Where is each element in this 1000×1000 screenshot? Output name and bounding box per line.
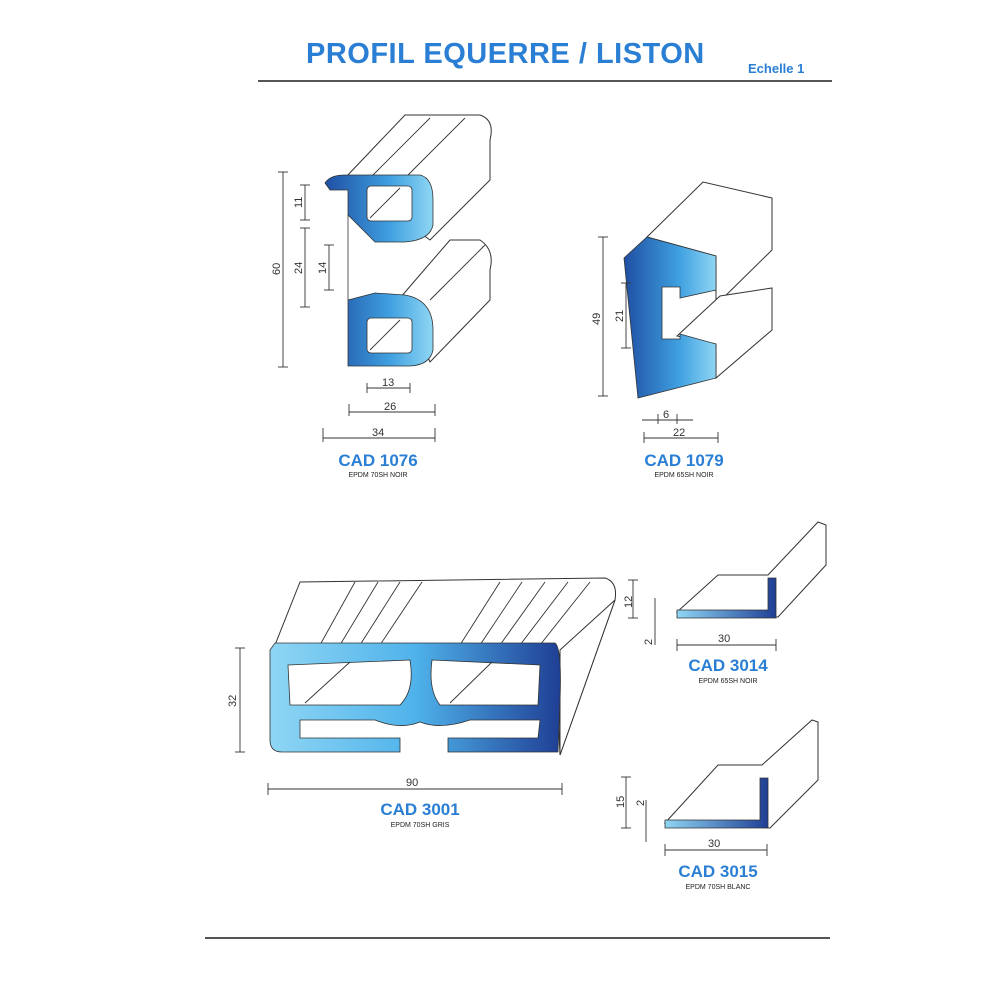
- profile-material: EPDM 70SH GRIS: [390, 822, 450, 829]
- profile-material: EPDM 70SH BLANC: [685, 884, 751, 891]
- profile-cad-3014: 12 2 30: [623, 521, 827, 651]
- page-title: PROFIL EQUERRE / LISTON: [306, 38, 705, 70]
- profile-code: CAD 1079: [644, 451, 724, 470]
- dim-thickness: 2: [643, 639, 655, 645]
- dim-thickness: 2: [635, 800, 647, 806]
- dim: 21: [614, 310, 626, 322]
- dim: 13: [382, 377, 394, 389]
- dim-width: 34: [372, 427, 384, 439]
- dim: 6: [663, 409, 669, 421]
- dim-width: 30: [708, 838, 720, 850]
- profile-code: CAD 3014: [688, 656, 768, 675]
- dim-height: 49: [591, 313, 603, 325]
- profile-material: EPDM 65SH NOIR: [698, 678, 758, 685]
- scale-label: Echelle 1: [748, 61, 805, 76]
- profile-cad-3015: 15 2 30: [615, 719, 819, 856]
- dim: 11: [293, 197, 305, 208]
- profile-material: EPDM 70SH NOIR: [348, 472, 408, 479]
- profile-cad-3001: 32 90: [227, 577, 616, 795]
- dim-width: 90: [406, 777, 418, 789]
- dim-height: 12: [623, 596, 635, 608]
- dim-height: 32: [227, 695, 239, 707]
- dim: 14: [317, 262, 329, 274]
- bottom-divider: [205, 937, 830, 939]
- top-divider: [258, 80, 832, 82]
- dim-width: 22: [673, 427, 685, 439]
- profile-cad-1079: 49 21 6 22: [591, 181, 773, 443]
- profile-code: CAD 1076: [338, 451, 418, 470]
- dim: 26: [384, 401, 396, 413]
- profile-code: CAD 3001: [380, 800, 460, 819]
- dim-height: 60: [271, 263, 283, 275]
- profile-material: EPDM 65SH NOIR: [654, 472, 714, 479]
- dim-height: 15: [615, 796, 627, 808]
- dim: 24: [293, 262, 305, 274]
- profile-cad-1076: 60 11 24 14 13 26 34: [271, 114, 492, 442]
- profile-code: CAD 3015: [678, 862, 758, 881]
- dim-width: 30: [718, 633, 730, 645]
